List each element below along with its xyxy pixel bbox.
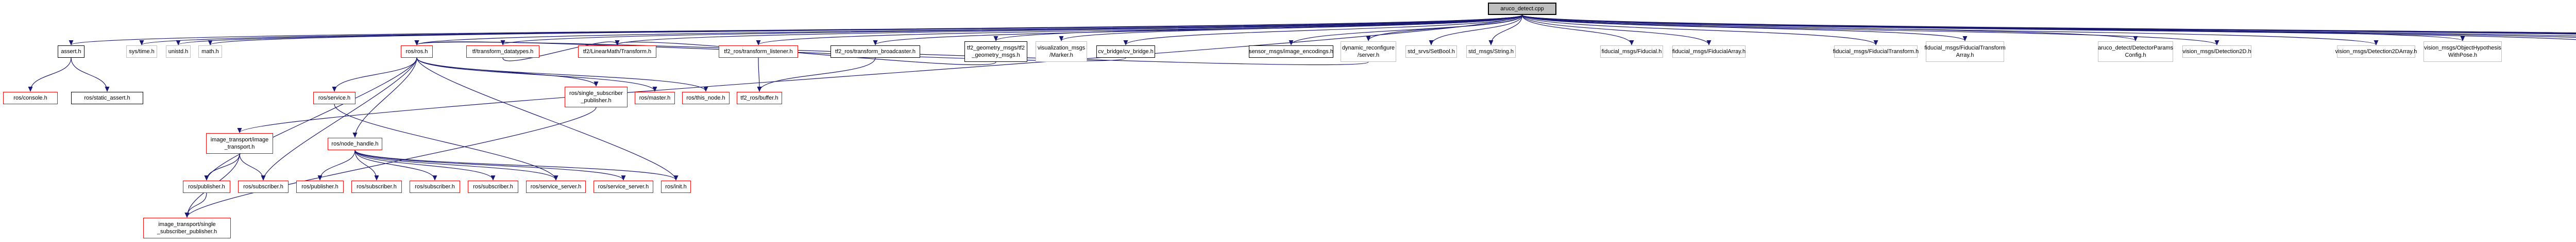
graph-edge [1521, 14, 2219, 45]
graph-edge [237, 14, 1523, 133]
graph-node: fiducial_msgs/FiducialTransform.h [1833, 45, 1919, 58]
graph-node[interactable]: ros/subscriber.h [238, 181, 289, 193]
graph-node: fiducial_msgs/FiducialArray.h [1672, 45, 1745, 58]
graph-node[interactable]: ros/master.h [635, 92, 675, 104]
graph-node: std_srvs/SetBool.h [1405, 45, 1457, 58]
graph-node[interactable]: ros/ros.h [401, 45, 433, 58]
graph-edge [1521, 14, 2576, 34]
graph-edge [501, 14, 1523, 45]
graph-node: dynamic_reconfigure /server.h [1341, 41, 1396, 62]
graph-edge [261, 57, 417, 181]
graph-edge [239, 153, 266, 181]
graph-edge [1521, 14, 2576, 37]
graph-edge [416, 57, 657, 92]
graph-root-node: aruco_detect.cpp [1488, 3, 1556, 15]
graph-node: vision_msgs/ObjectHypothesis WithPose.h [2424, 41, 2502, 62]
graph-node[interactable]: ros/service.h [313, 92, 355, 104]
graph-edge [354, 150, 496, 181]
graph-node[interactable]: ros/subscriber.h [351, 181, 402, 193]
graph-edge [71, 57, 110, 92]
graph-node[interactable]: cv_bridge/cv_bridge.h [1096, 45, 1155, 58]
graph-edge [334, 104, 558, 181]
graph-edge [416, 57, 679, 181]
graph-node: vision_msgs/Detection2D.h [2182, 45, 2251, 58]
graph-node[interactable]: tf2/LinearMath/Transform.h [578, 45, 656, 58]
graph-edge [1521, 14, 1711, 45]
graph-edge [1059, 14, 1523, 41]
graph-edge [1521, 14, 2379, 45]
graph-node[interactable]: ros/subscriber.h [410, 181, 460, 193]
graph-edge-group [28, 14, 2576, 218]
graph-edge [1123, 14, 1523, 45]
graph-edge [502, 40, 620, 61]
graph-edge [184, 107, 597, 218]
graph-node: vision_msgs/Detection2DArray.h [2335, 45, 2417, 58]
graph-edge [208, 14, 1523, 45]
graph-edge [354, 150, 558, 181]
graph-node[interactable]: ros/service_server.h [594, 181, 653, 193]
graph-edge [354, 150, 626, 181]
graph-node[interactable]: image_transport/image _transport.h [206, 133, 273, 154]
graph-node[interactable]: tf/transform_datatypes.h [466, 45, 539, 58]
graph-edge [615, 14, 1523, 45]
graph-edge [1429, 14, 1523, 45]
graph-node[interactable]: ros/console.h [3, 92, 58, 104]
graph-edge [317, 150, 355, 181]
graph-node: fiducial_msgs/Fiducial.h [1600, 45, 1663, 58]
graph-node[interactable]: ros/service_server.h [526, 181, 586, 193]
graph-node[interactable]: assert.h [58, 45, 84, 58]
graph-edge [204, 153, 240, 181]
graph-node[interactable]: ros/init.h [661, 181, 691, 193]
graph-edge [354, 150, 437, 181]
graph-node[interactable]: ros/publisher.h [183, 181, 230, 193]
graph-node[interactable]: ros/subscriber.h [468, 181, 518, 193]
graph-edge [352, 57, 417, 138]
graph-node: std_msgs/String.h [1466, 45, 1516, 58]
graph-edge [1521, 14, 1634, 45]
graph-edge [354, 150, 679, 181]
graph-node: fiducial_msgs/FiducialTransform Array.h [1924, 41, 2006, 62]
graph-edge [1521, 14, 1968, 41]
graph-node[interactable]: tf2_geometry_msgs/tf2 _geometry_msgs.h [964, 41, 1027, 62]
graph-node[interactable]: sensor_msgs/image_encodings.h [1249, 45, 1333, 58]
graph-edge [757, 57, 876, 92]
graph-node[interactable]: tf2_ros/transform_broadcaster.h [831, 45, 920, 58]
graph-node: visualization_msgs /Marker.h [1036, 41, 1087, 62]
graph-edge [1366, 14, 1523, 41]
graph-node: aruco_detect/DetectorParams Config.h [2098, 41, 2173, 62]
graph-edge [204, 57, 417, 181]
graph-node: sys/time.h [126, 45, 157, 58]
graph-edge [993, 14, 1523, 41]
graph-edge [615, 40, 996, 66]
graph-edge [28, 57, 72, 92]
graph-node[interactable]: image_transport/single _subscriber_publi… [143, 218, 231, 238]
graph-node[interactable]: tf2_ros/transform_listener.h [719, 45, 798, 58]
graph-node[interactable]: tf2_ros/buffer.h [737, 92, 782, 104]
graph-edge [416, 57, 708, 92]
graph-node[interactable]: ros/static_assert.h [71, 92, 143, 104]
graph-node[interactable]: ros/this_node.h [682, 92, 730, 104]
graph-edge [1488, 14, 1523, 45]
graph-edge [354, 150, 379, 181]
graph-node: math.h [198, 45, 222, 58]
graph-edge [1521, 14, 1878, 45]
graph-node[interactable]: ros/publisher.h [296, 181, 344, 193]
graph-node[interactable]: ros/single_subscriber _publisher.h [565, 87, 628, 107]
graph-node: unistd.h [166, 45, 191, 58]
graph-node[interactable]: ros/node_handle.h [328, 138, 382, 150]
